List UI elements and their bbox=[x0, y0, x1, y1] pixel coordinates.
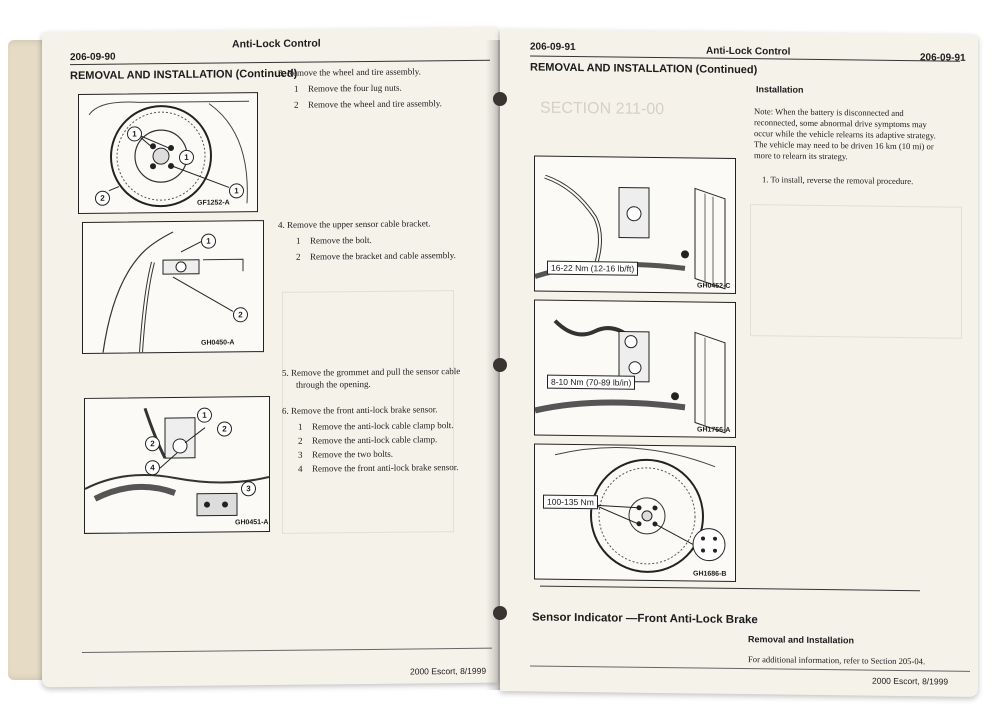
installation-heading: Installation bbox=[756, 84, 804, 95]
callout-3: 3 bbox=[241, 481, 256, 497]
right-page: 206-09-91 Anti-Lock Control 206-09-91 RE… bbox=[500, 29, 978, 697]
callout-1b: 1 bbox=[179, 149, 194, 165]
figure-code: GH1756-A bbox=[697, 426, 731, 434]
callout-1: 1 bbox=[201, 233, 216, 249]
figure-code: GH1686-B bbox=[693, 570, 727, 578]
left-footer: 2000 Escort, 8/1999 bbox=[410, 665, 487, 677]
callout-2: 2 bbox=[233, 307, 248, 323]
note-line-5: more to relearn its strategy. bbox=[754, 150, 848, 162]
torque-label: 16-22 Nm (12-16 lb/ft) bbox=[547, 260, 639, 276]
right-page-number-right: 206-09-91 bbox=[920, 52, 966, 64]
right-footer: 2000 Escort, 8/1999 bbox=[872, 675, 949, 687]
right-running-title: Anti-Lock Control bbox=[706, 45, 791, 58]
left-header-rule bbox=[70, 59, 490, 66]
left-page-number: 206-09-90 bbox=[70, 51, 116, 64]
binding-hole-bottom bbox=[493, 606, 507, 620]
left-page: 206-09-90 Anti-Lock Control REMOVAL AND … bbox=[42, 27, 498, 688]
left-footer-rule bbox=[82, 647, 492, 653]
install-step-1: 1. To install, reverse the removal proce… bbox=[762, 174, 914, 187]
right-page-number-left: 206-09-91 bbox=[530, 41, 576, 54]
figure-code: GH0451-A bbox=[235, 519, 269, 527]
page-stack-edge bbox=[8, 40, 48, 680]
figure-wheel-lug-nuts: 1 1 1 2 GF1252-A bbox=[78, 92, 258, 215]
additional-info: For additional information, refer to Sec… bbox=[748, 654, 926, 667]
figure-sensor-bolt-torque: 16-22 Nm (12-16 lb/ft) GH0452-C bbox=[534, 155, 736, 294]
torque-label: 8-10 Nm (70-89 lb/in) bbox=[547, 374, 636, 390]
callout-1a: 1 bbox=[127, 126, 142, 142]
step-5-line-2: through the opening. bbox=[296, 378, 371, 390]
torque-illustration-b bbox=[535, 319, 726, 434]
removal-installation-heading: Removal and Installation bbox=[748, 634, 855, 646]
figure-code: GF1252-A bbox=[197, 199, 230, 207]
sensor-indicator-heading: Sensor Indicator —Front Anti-Lock Brake bbox=[532, 611, 758, 627]
bleed-through-table bbox=[750, 204, 962, 339]
step-3: 3. Remove the wheel and tire assembly. bbox=[278, 66, 421, 78]
left-section-heading: REMOVAL AND INSTALLATION (Continued) bbox=[70, 67, 298, 83]
figure-code: GH0450-A bbox=[201, 339, 235, 347]
figure-anti-lock-sensor: 1 2 2 3 4 GH0451-A bbox=[84, 396, 270, 534]
torque-label: 100-135 Nm bbox=[543, 494, 598, 510]
figure-sensor-cable-bracket: 1 2 GH0450-A bbox=[82, 220, 264, 354]
callout-1: 1 bbox=[197, 407, 212, 423]
step-4: 4. Remove the upper sensor cable bracket… bbox=[278, 218, 431, 230]
section-rule bbox=[540, 585, 920, 592]
figure-cable-clamp-torque: 8-10 Nm (70-89 lb/in) GH1756-A bbox=[534, 299, 736, 438]
right-section-heading: REMOVAL AND INSTALLATION (Continued) bbox=[530, 61, 758, 77]
step-5: 5. Remove the grommet and pull the senso… bbox=[282, 366, 461, 378]
figure-code: GH0452-C bbox=[697, 282, 731, 290]
torque-illustration-c bbox=[554, 447, 726, 573]
callout-1c: 1 bbox=[229, 183, 244, 199]
figure-lug-nut-torque: 100-135 Nm GH1686-B bbox=[534, 443, 736, 582]
step-6: 6. Remove the front anti-lock brake sens… bbox=[282, 404, 438, 416]
binding-hole-middle bbox=[493, 358, 507, 372]
callout-2b: 2 bbox=[145, 436, 160, 452]
bleed-through-text: SECTION 211-00 bbox=[540, 99, 665, 119]
binding-hole-top bbox=[493, 92, 507, 106]
callout-4: 4 bbox=[145, 460, 160, 476]
bracket-illustration bbox=[102, 231, 244, 353]
sensor-illustration bbox=[85, 407, 269, 517]
callout-2: 2 bbox=[95, 190, 110, 206]
wheel-illustration bbox=[88, 100, 249, 208]
left-running-title: Anti-Lock Control bbox=[232, 37, 321, 51]
